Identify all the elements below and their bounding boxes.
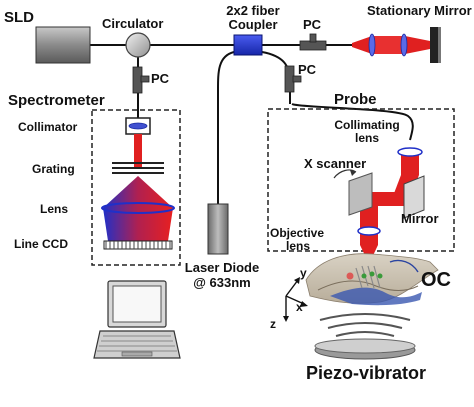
oc-label: OC <box>421 269 451 291</box>
collimator-icon <box>125 117 151 135</box>
lens-label: Lens <box>40 202 69 216</box>
laser-diode-icon <box>207 203 229 255</box>
spectrometer-box <box>91 109 181 266</box>
x-scanner-label: X scanner <box>304 156 367 171</box>
cochlea-sample-icon <box>305 253 439 306</box>
dispersed-beam-upper <box>103 176 173 208</box>
laser-diode-label-line1: Laser Diode <box>184 260 260 275</box>
dispersed-beam-lower <box>103 208 173 241</box>
piezo-vibrator-icon <box>314 313 416 360</box>
reference-beam <box>352 33 430 57</box>
pc-mid-label: PC <box>298 62 317 77</box>
axis-arrowheads <box>283 277 308 322</box>
axis-z-label: z <box>270 317 276 331</box>
sld-source-icon <box>35 26 91 64</box>
scan-rotation-arrow <box>333 169 357 179</box>
objective-lens-icon <box>357 226 381 236</box>
line-ccd-icon <box>103 240 173 250</box>
axis-triad-icon <box>285 279 305 318</box>
piezo-vibrator-label: Piezo-vibrator <box>305 363 427 383</box>
coupler-label-line2: Coupler <box>228 17 278 32</box>
polarization-controller-icon <box>132 33 327 94</box>
coupler-label-line1: 2x2 fiber <box>226 3 280 18</box>
circulator-icon <box>125 32 151 58</box>
collimating-lens-label-line1: Collimating <box>334 118 400 132</box>
laser-diode-label-line2: @ 633nm <box>193 275 251 290</box>
axis-x-label: x <box>296 300 303 314</box>
collimating-lens-label-line2: lens <box>354 131 379 145</box>
collimator-label: Collimator <box>18 120 78 134</box>
axis-y-label: y <box>300 266 307 280</box>
stationary-mirror-icon <box>430 27 441 63</box>
collimating-lens-icon <box>397 147 423 157</box>
probe-box <box>267 108 455 252</box>
computer-icon <box>93 280 181 359</box>
probe-label: Probe <box>334 91 377 108</box>
mirror-label: Mirror <box>401 211 439 226</box>
scan-arrow-head <box>350 170 356 176</box>
spectrometer-lens-icon <box>101 202 175 214</box>
pc-top-label: PC <box>303 17 322 32</box>
objective-lens-label-line2: lens <box>286 239 311 253</box>
pc-left-label: PC <box>151 71 170 86</box>
collimated-beam <box>134 134 142 168</box>
objective-lens-label-line1: Objective <box>270 226 325 240</box>
stationary-mirror-label: Stationary Mirror <box>367 3 472 18</box>
grating-label: Grating <box>32 162 75 176</box>
scanner-mirror-icon <box>348 172 425 219</box>
grating-icon <box>112 162 164 174</box>
line-ccd-label: Line CCD <box>14 237 68 251</box>
spectrometer-label: Spectrometer <box>8 92 105 109</box>
circulator-label: Circulator <box>102 16 164 31</box>
sld-label: SLD <box>4 9 34 26</box>
coupler-icon <box>233 34 263 56</box>
